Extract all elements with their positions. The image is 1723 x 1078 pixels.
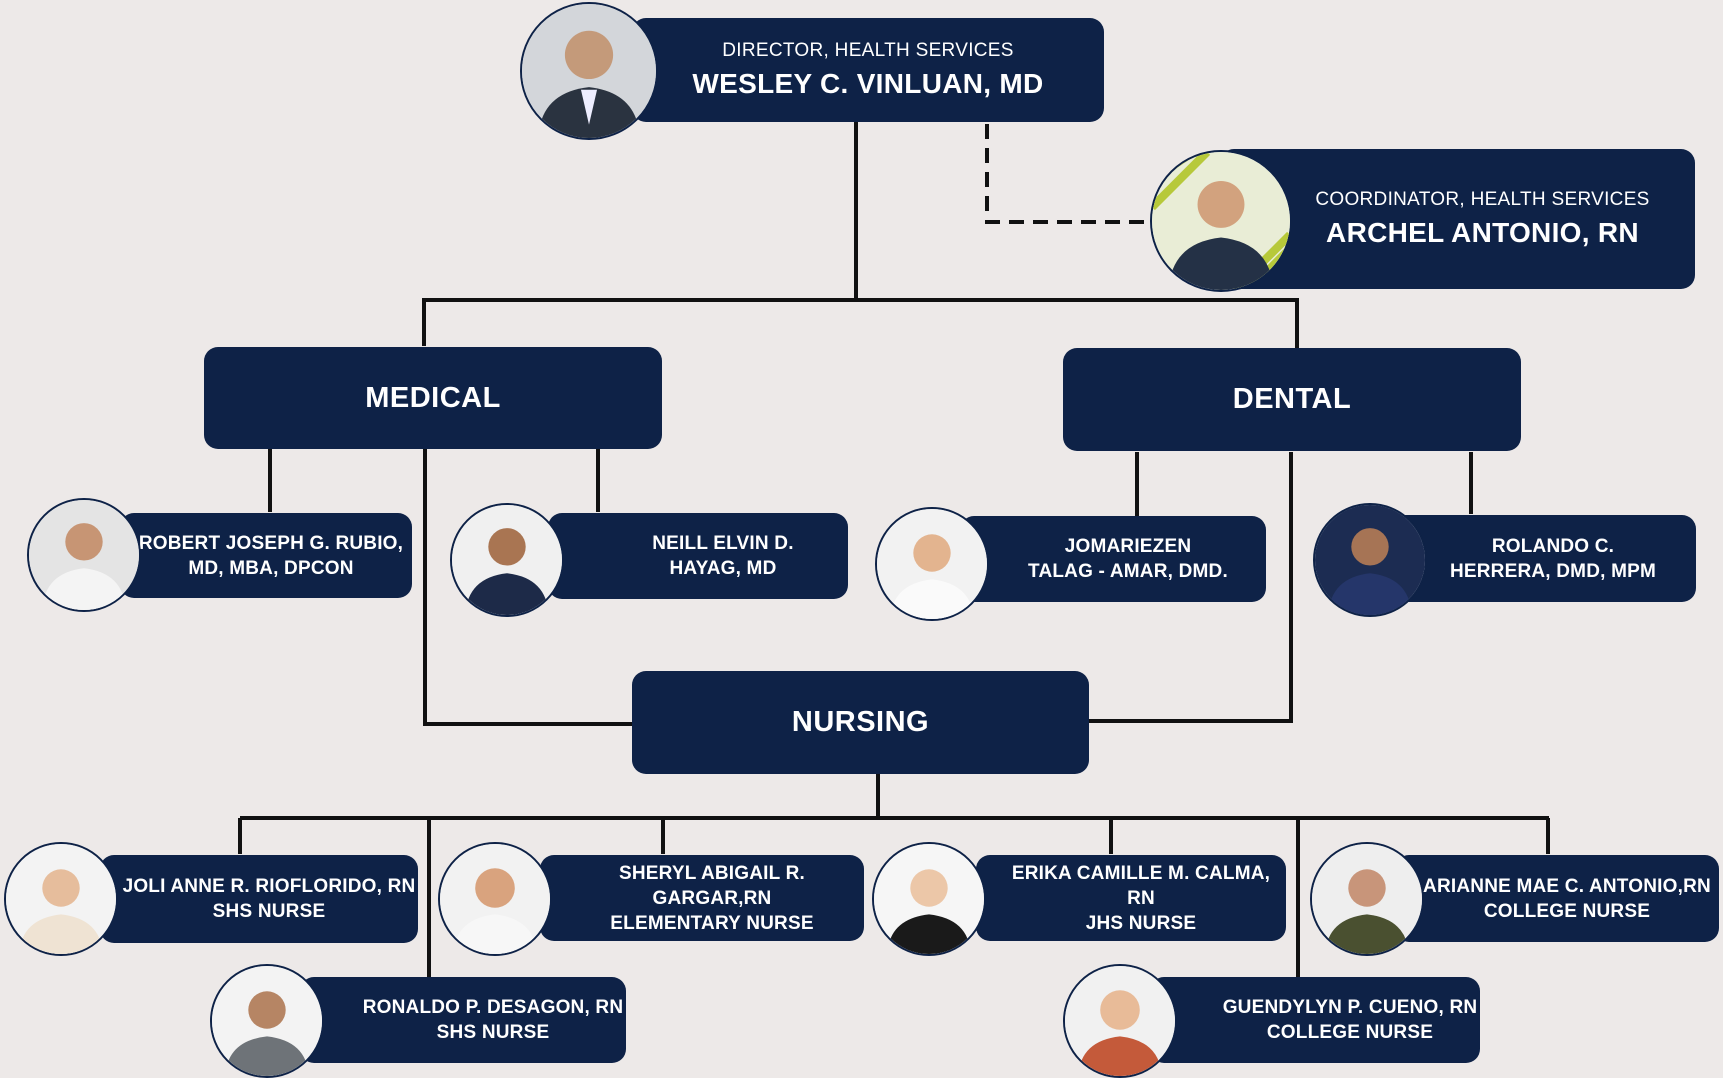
talag-photo	[875, 507, 989, 621]
person-card-riof[interactable]: JOLI ANNE R. RIOFLORIDO, RN SHS NURSE	[100, 855, 418, 943]
hayag-photo	[450, 503, 564, 617]
desagon-photo	[210, 964, 324, 1078]
calma-photo	[872, 842, 986, 956]
person-name: ROBERT JOSEPH G. RUBIO,	[138, 532, 404, 554]
coordinator-photo	[1150, 150, 1292, 292]
person-name: JOLI ANNE R. RIOFLORIDO, RN	[122, 876, 416, 897]
coordinator-name: ARCHEL ANTONIO, RN	[1326, 217, 1639, 248]
director-name: WESLEY C. VINLUAN, MD	[692, 68, 1044, 99]
person-title: COLLEGE NURSE	[1266, 1022, 1434, 1043]
person-card-gargar[interactable]: SHERYL ABIGAIL R. GARGAR,RN ELEMENTARY N…	[540, 855, 864, 941]
person-card-cueno[interactable]: GUENDYLYN P. CUENO, RN COLLEGE NURSE	[1150, 977, 1480, 1063]
antonio-photo	[1310, 842, 1424, 956]
director-role: DIRECTOR, HEALTH SERVICES	[722, 40, 1014, 61]
director-card[interactable]: DIRECTOR, HEALTH SERVICES WESLEY C. VINL…	[632, 18, 1104, 122]
person-title: MD, MBA, DPCON	[188, 557, 354, 579]
person-title: TALAG - AMAR, DMD.	[1028, 561, 1228, 582]
coordinator-role: COORDINATOR, HEALTH SERVICES	[1315, 189, 1650, 210]
person-card-hayag[interactable]: NEILL ELVIN D. HAYAG, MD	[548, 513, 848, 599]
person-name: GUENDYLYN P. CUENO, RN	[1222, 997, 1478, 1018]
person-title: SHS NURSE	[436, 1022, 550, 1043]
person-card-desagon[interactable]: RONALDO P. DESAGON, RN SHS NURSE	[300, 977, 626, 1063]
director-photo	[520, 2, 658, 140]
person-title: SHS NURSE	[212, 901, 326, 922]
person-name: JOMARIEZEN	[1064, 536, 1192, 557]
person-name: SHERYL ABIGAIL R. GARGAR,RN	[618, 862, 806, 909]
nursing-department[interactable]: NURSING	[632, 671, 1089, 774]
person-title: ELEMENTARY NURSE	[610, 912, 814, 934]
person-name: RONALDO P. DESAGON, RN	[362, 997, 624, 1018]
person-name: ROLANDO C.	[1491, 535, 1615, 557]
person-card-talag[interactable]: JOMARIEZEN TALAG - AMAR, DMD.	[960, 516, 1266, 602]
herrera-photo	[1313, 503, 1427, 617]
person-title: HAYAG, MD	[669, 558, 777, 579]
person-name: ERIKA CAMILLE M. CALMA, RN	[1011, 862, 1271, 909]
person-card-rubio[interactable]: ROBERT JOSEPH G. RUBIO, MD, MBA, DPCON	[120, 513, 412, 598]
person-title: COLLEGE NURSE	[1483, 900, 1651, 922]
person-card-herrera[interactable]: ROLANDO C. HERRERA, DMD, MPM	[1390, 515, 1696, 602]
person-title: JHS NURSE	[1085, 912, 1197, 934]
person-name: ARIANNE MAE C. ANTONIO,RN	[1423, 875, 1711, 897]
person-card-calma[interactable]: ERIKA CAMILLE M. CALMA, RN JHS NURSE	[976, 855, 1286, 941]
person-title: HERRERA, DMD, MPM	[1449, 560, 1657, 582]
coordinator-card[interactable]: COORDINATOR, HEALTH SERVICES ARCHEL ANTO…	[1220, 149, 1695, 289]
riof-photo	[4, 842, 118, 956]
cueno-photo	[1063, 964, 1177, 1078]
person-card-antonio[interactable]: ARIANNE MAE C. ANTONIO,RN COLLEGE NURSE	[1395, 855, 1719, 942]
dental-department[interactable]: DENTAL	[1063, 348, 1521, 451]
medical-department[interactable]: MEDICAL	[204, 347, 662, 449]
person-name: NEILL ELVIN D.	[652, 533, 794, 554]
rubio-photo	[27, 498, 141, 612]
gargar-photo	[438, 842, 552, 956]
